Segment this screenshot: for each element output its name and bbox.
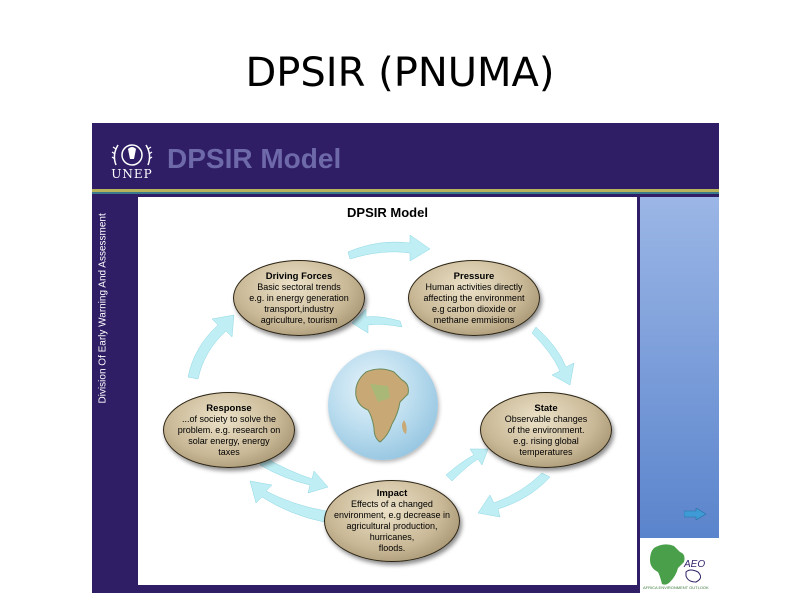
diagram-panel: DPSIR Model — [138, 197, 637, 585]
header-divider — [92, 189, 719, 192]
node-driving-forces: Driving Forces Basic sectoral trends e.g… — [233, 260, 365, 336]
aeo-subtitle: AFRICA ENVIRONMENT OUTLOOK — [643, 585, 709, 590]
unep-logo-text: UNEP — [111, 167, 153, 181]
node-impact: Impact Effects of a changed environment,… — [324, 480, 460, 562]
slide-frame: UNEP DPSIR Model Division Of Early Warni… — [92, 123, 719, 593]
node-response: Response ...of society to solve the prob… — [163, 392, 295, 468]
unep-laurel-icon — [111, 144, 153, 166]
slide-title: DPSIR (PNUMA) — [245, 50, 555, 96]
right-sidebar-strip — [640, 197, 719, 538]
arrow-pressure-to-state — [531, 326, 575, 386]
header-title: DPSIR Model — [167, 143, 342, 174]
africa-map-icon — [650, 544, 702, 585]
header-bar: UNEP DPSIR Model — [92, 123, 719, 189]
node-pressure: Pressure Human activities directly affec… — [408, 260, 540, 336]
node-state: State Observable changes of the environm… — [480, 392, 612, 468]
aeo-label: AEO — [684, 559, 706, 570]
arrow-driving-to-pressure — [347, 234, 431, 262]
africa-globe-icon — [328, 350, 438, 460]
aeo-logo — [640, 538, 719, 593]
side-division-label: Division Of Early Warning And Assessment — [97, 213, 109, 404]
arrow-pressure-to-driving — [351, 308, 403, 334]
arrow-response-to-impact — [259, 456, 329, 494]
next-arrow-icon[interactable] — [684, 508, 706, 520]
arrow-state-to-impact — [477, 472, 551, 518]
header-divider-lower — [92, 192, 719, 194]
diagram-title: DPSIR Model — [347, 205, 428, 220]
arrow-impact-to-response — [249, 480, 327, 523]
arrow-response-to-driving — [187, 314, 235, 380]
cycle-arrows — [187, 234, 575, 523]
arrow-impact-to-state — [445, 448, 489, 482]
